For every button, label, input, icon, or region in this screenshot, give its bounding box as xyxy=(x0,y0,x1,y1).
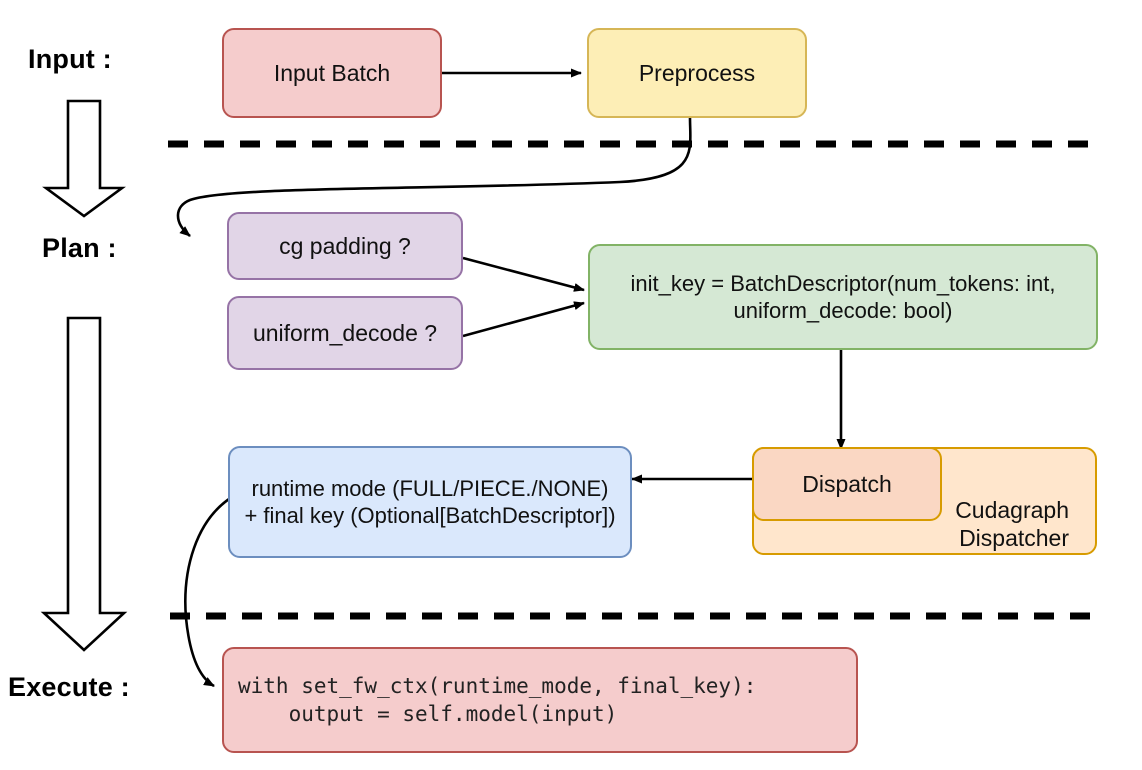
arrow-uniform-decode-to-init-key xyxy=(462,301,585,338)
node-dispatch[interactable]: Dispatch xyxy=(752,447,942,521)
node-cudagraph-dispatcher-line-2: Dispatcher xyxy=(959,525,1069,552)
node-input-batch-label: Input Batch xyxy=(273,59,391,86)
node-preprocess-label: Preprocess xyxy=(638,59,756,86)
node-execute-code[interactable]: with set_fw_ctx(runtime_mode, final_key)… xyxy=(222,647,858,753)
node-cg-padding-label: cg padding ? xyxy=(279,232,411,259)
stage-label-input: Input : xyxy=(28,44,112,74)
node-cg-padding[interactable]: cg padding ? xyxy=(227,212,463,280)
node-execute-code-line-2: output = self.model(input) xyxy=(238,702,618,726)
node-cudagraph-dispatcher-line-1: Cudagraph xyxy=(955,496,1069,523)
node-uniform-decode-label: uniform_decode ? xyxy=(252,319,438,346)
node-init-key-line-1: init_key = BatchDescriptor(num_tokens: i… xyxy=(630,270,1056,296)
node-init-key[interactable]: init_key = BatchDescriptor(num_tokens: i… xyxy=(588,244,1098,350)
node-uniform-decode[interactable]: uniform_decode ? xyxy=(227,296,463,370)
node-runtime-mode[interactable]: runtime mode (FULL/PIECE./NONE) + final … xyxy=(228,446,632,558)
stage-label-execute: Execute : xyxy=(8,672,130,702)
node-dispatch-label: Dispatch xyxy=(802,470,892,497)
node-runtime-mode-line-1: runtime mode (FULL/PIECE./NONE) xyxy=(251,475,609,501)
stage-label-plan: Plan : xyxy=(42,233,117,263)
stage-arrow-plan-to-execute xyxy=(40,316,128,652)
node-init-key-line-2: uniform_decode: bool) xyxy=(733,298,953,323)
node-input-batch[interactable]: Input Batch xyxy=(222,28,442,118)
arrow-cg-padding-to-init-key xyxy=(462,256,585,292)
node-preprocess[interactable]: Preprocess xyxy=(587,28,807,118)
node-execute-code-line-1: with set_fw_ctx(runtime_mode, final_key)… xyxy=(238,673,757,698)
stage-arrow-input-to-plan xyxy=(42,99,126,218)
node-runtime-mode-line-2: + final key (Optional[BatchDescriptor]) xyxy=(244,503,616,528)
